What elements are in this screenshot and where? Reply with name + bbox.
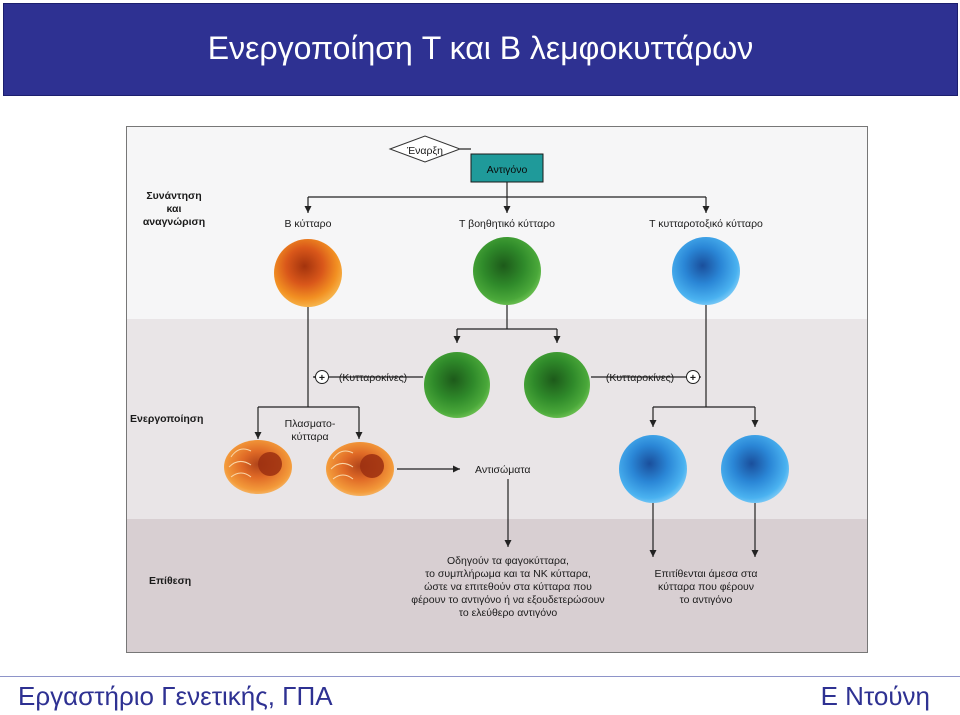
footer-lab-name: Εργαστήριο Γενετικής, ΓΠΑ: [18, 681, 333, 711]
slide-title: Ενεργοποίηση T και B λεμφοκυττάρων: [207, 30, 754, 66]
t-outcome-text: Επιτίθενται άμεσα στα κύτταρα που φέρουν…: [655, 568, 758, 606]
footer-author: Ε Ντούνη: [820, 681, 930, 711]
svg-text:φέρουν το αντιγόνο ή να εξουδε: φέρουν το αντιγόνο ή να εξουδετερώσουν: [411, 594, 604, 606]
cytokines-right: + (Κυτταροκίνες): [591, 370, 701, 384]
plus-right-circle: [686, 370, 700, 384]
svg-text:και: και: [167, 203, 182, 215]
cytokines-left: + (Κυτταροκίνες): [313, 370, 423, 384]
start-diamond: Έναρξη: [388, 135, 462, 163]
t-cytotoxic-label: Τ κυτταροτοξικό κύτταρο: [649, 218, 763, 230]
plasma-cell-1: [224, 440, 292, 494]
title-bar: Ενεργοποίηση T και B λεμφοκυττάρων: [3, 3, 958, 96]
stage-label-attack: Επίθεση: [149, 575, 191, 587]
svg-text:κύτταρα: κύτταρα: [291, 431, 328, 443]
b-cell-label: Β κύτταρο: [285, 218, 332, 230]
plus-left-sign: +: [319, 372, 325, 384]
start-label: Έναρξη: [406, 145, 443, 157]
svg-text:αναγνώριση: αναγνώριση: [143, 216, 205, 228]
t-helper-label: Τ βοηθητικό κύτταρο: [459, 218, 555, 230]
svg-text:κύτταρα που φέρουν: κύτταρα που φέρουν: [658, 581, 754, 593]
svg-text:Επιτίθενται άμεσα στα: Επιτίθενται άμεσα στα: [655, 568, 758, 580]
svg-text:το αντιγόνο: το αντιγόνο: [680, 594, 733, 606]
svg-text:Συνάντηση: Συνάντηση: [146, 190, 201, 202]
plasma-cell-2: [326, 442, 394, 496]
svg-text:το ελεύθερο αντιγόνο: το ελεύθερο αντιγόνο: [459, 607, 558, 619]
svg-text:Οδηγούν τα φαγοκύτταρα,: Οδηγούν τα φαγοκύτταρα,: [447, 555, 569, 567]
plus-right-sign: +: [690, 372, 696, 384]
antigen-box: Αντιγόνο: [470, 153, 544, 183]
t-cytotoxic-cell: [672, 237, 740, 305]
cytokines-left-label: (Κυτταροκίνες): [339, 372, 407, 384]
stage-label-recognition: Συνάντηση και αναγνώριση: [143, 190, 205, 228]
svg-text:το συμπλήρωμα και τα ΝΚ κύτταρ: το συμπλήρωμα και τα ΝΚ κύτταρα,: [425, 568, 591, 580]
activated-t-cytotoxic-cell-1: [619, 435, 687, 503]
activated-t-helper-cell-2: [524, 352, 590, 418]
footer-divider: [0, 676, 960, 677]
stage-band-attack: [127, 519, 867, 652]
b-cell: [274, 239, 342, 307]
activated-t-helper-cell-1: [424, 352, 490, 418]
plus-left-circle: [315, 370, 329, 384]
b-outcome-text: Οδηγούν τα φαγοκύτταρα, το συμπλήρωμα κα…: [411, 555, 604, 619]
activated-t-cytotoxic-cell-2: [721, 435, 789, 503]
stage-label-activation: Ενεργοποίηση: [130, 413, 203, 425]
plasma-cells-label: Πλασματο- κύτταρα: [285, 418, 336, 443]
antigen-label: Αντιγόνο: [487, 164, 528, 176]
diagram-svg: Έναρξη Αντιγόνο Συνάντηση και αναγνώριση…: [130, 135, 789, 619]
cytokines-right-label: (Κυτταροκίνες): [606, 372, 674, 384]
t-helper-cell: [473, 237, 541, 305]
svg-text:Πλασματο-: Πλασματο-: [285, 418, 336, 430]
immune-activation-diagram: Έναρξη Αντιγόνο Συνάντηση και αναγνώριση…: [126, 126, 868, 653]
antibodies-label: Αντισώματα: [475, 464, 530, 476]
svg-text:ώστε να επιτεθούν στα κύτταρα: ώστε να επιτεθούν στα κύτταρα που: [424, 581, 592, 593]
